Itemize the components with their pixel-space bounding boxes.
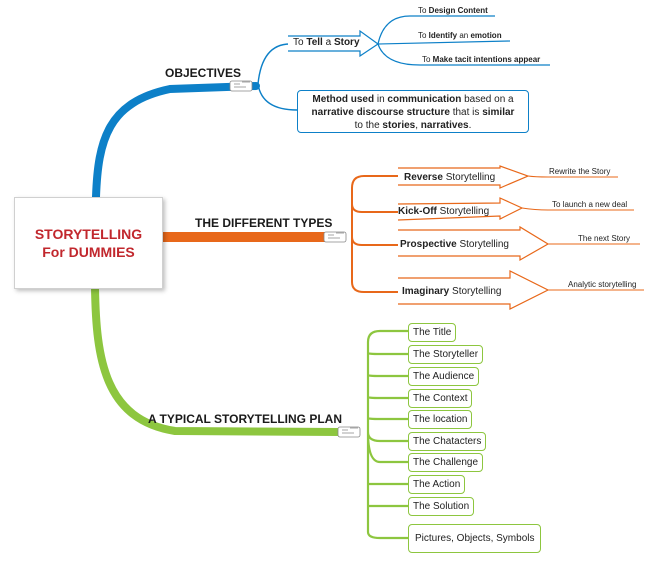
plan-item[interactable]: The Action	[408, 475, 466, 494]
plan-title[interactable]: A TYPICAL STORYTELLING PLAN	[148, 412, 343, 426]
plan-item[interactable]: The location	[408, 410, 473, 429]
hand-icon	[229, 80, 253, 92]
tacit-intentions-node[interactable]: To Make tacit intentions appear	[422, 55, 541, 64]
objectives-branch	[92, 82, 260, 201]
type-note-kickoff[interactable]: To launch a new deal	[552, 200, 628, 209]
plan-item[interactable]: Pictures, Objects, Symbols	[408, 524, 542, 553]
plan-branch	[91, 283, 344, 436]
type-note-reverse[interactable]: Rewrite the Story	[549, 167, 611, 176]
plan-item[interactable]: The Title	[408, 323, 457, 342]
type-note-prospective[interactable]: The next Story	[578, 234, 631, 243]
plan-item[interactable]: The Context	[408, 389, 473, 408]
plan-item[interactable]: The Audience	[408, 367, 480, 386]
plan-item[interactable]: The Storyteller	[408, 345, 484, 364]
hand-icon	[323, 231, 347, 243]
central-line-1: STORYTELLING	[34, 226, 143, 242]
plan-item[interactable]: The Chatacters	[408, 432, 487, 451]
hand-icon	[337, 426, 361, 438]
type-kickoff[interactable]: Kick-Off Storytelling	[398, 206, 490, 217]
definition-line-2: narrative discourse structure that is si…	[311, 107, 515, 118]
identify-emotion-node[interactable]: To Identify an emotion	[418, 31, 502, 40]
objectives-title[interactable]: OBJECTIVES	[165, 66, 242, 80]
types-notes	[521, 175, 644, 291]
type-note-imaginary[interactable]: Analytic storytelling	[568, 280, 637, 289]
types-fork	[351, 175, 398, 293]
type-imaginary[interactable]: Imaginary Storytelling	[402, 286, 502, 297]
tell-fork	[377, 15, 550, 66]
definition-box[interactable]: Method used in communication based on a …	[297, 90, 529, 133]
definition-line-1: Method used in communication based on a	[312, 94, 514, 105]
type-reverse[interactable]: Reverse Storytelling	[404, 172, 496, 183]
objectives-fork	[257, 43, 298, 111]
plan-fork	[366, 329, 408, 540]
design-content-node[interactable]: To Design Content	[418, 6, 488, 15]
central-line-2: For DUMMIES	[42, 244, 135, 260]
types-title[interactable]: THE DIFFERENT TYPES	[195, 216, 333, 230]
definition-line-3: to the stories, narratives.	[354, 120, 472, 131]
central-topic[interactable]: STORYTELLING For DUMMIES	[14, 197, 163, 289]
plan-item[interactable]: The Challenge	[408, 453, 484, 472]
type-prospective[interactable]: Prospective Storytelling	[400, 239, 509, 250]
tell-story-node[interactable]: To Tell a Story	[293, 37, 360, 48]
plan-item[interactable]: The Solution	[408, 497, 475, 516]
